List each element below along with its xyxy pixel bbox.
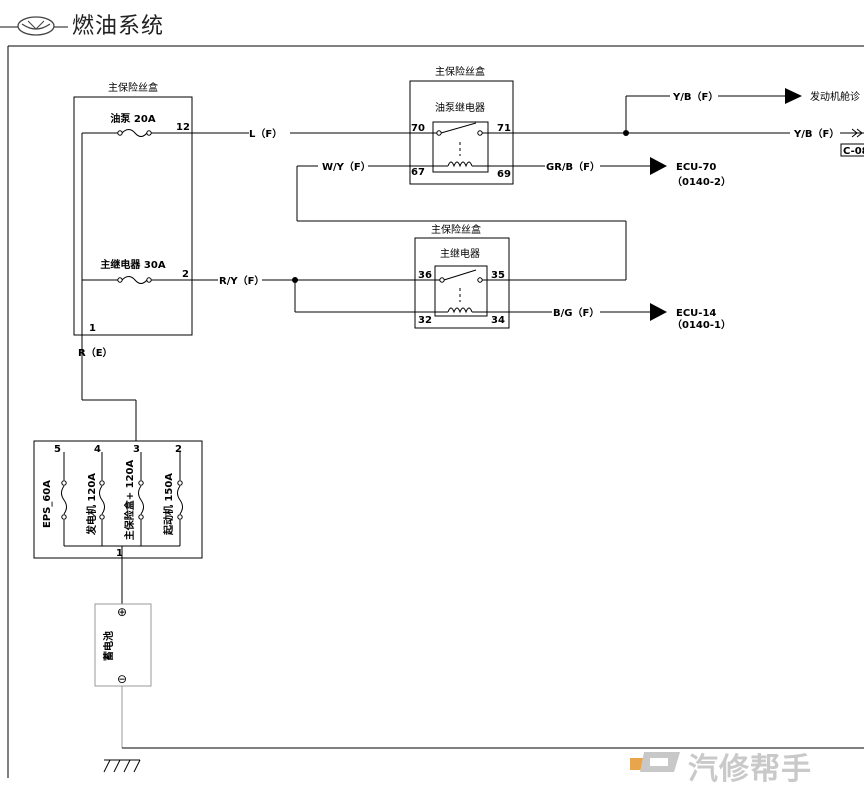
battery-fuse-box: 5 4 3 2 1	[33, 440, 203, 559]
main-relay-pin-32: 32	[418, 315, 432, 326]
wire-ry-label: R/Y（F）	[219, 274, 264, 287]
dest-connector-label: C-08	[843, 146, 864, 157]
battery-label: 蓄电池	[102, 631, 115, 661]
watermark-logo-icon	[630, 752, 680, 772]
battery-plus-icon: ⊕	[117, 605, 127, 619]
pump-relay-pin-71: 71	[497, 123, 511, 134]
wire-bg-label: B/G（F）	[553, 306, 599, 319]
fuse-pump-label: 油泵 20A	[110, 112, 155, 125]
wire-ry: R/Y（F）	[192, 274, 415, 313]
brand-logo-icon	[0, 16, 68, 36]
pump-relay-pin-70: 70	[411, 123, 425, 134]
watermark-text: 汽修帮手	[688, 752, 812, 787]
wire-r-e: R（E）	[78, 335, 137, 441]
main-relay-pin-36: 36	[418, 270, 432, 281]
diagram-frame	[7, 45, 864, 778]
battery-fuse-pin-1: 1	[116, 548, 123, 559]
battery-fuse-pin-2: 2	[175, 444, 182, 455]
pump-relay-name: 油泵继电器	[435, 101, 485, 114]
wire-grb-label: GR/B（F）	[546, 160, 600, 173]
fuse-box-output-pin: 1	[89, 323, 96, 334]
wire-yb-top-label: Y/B（F）	[672, 90, 718, 103]
main-relay-box-title: 主保险丝盒	[431, 223, 481, 236]
fuse-main-relay-label: 主继电器 30A	[100, 258, 165, 271]
wire-r-e-label: R（E）	[78, 346, 113, 359]
ground-icon	[103, 759, 141, 773]
main-relay-pin-34: 34	[491, 315, 505, 326]
page-title: 燃油系统	[72, 14, 165, 39]
wire-l: L（F）	[192, 127, 410, 140]
page-header: 燃油系统	[0, 0, 864, 46]
wire-l-label: L（F）	[249, 127, 282, 140]
watermark: 汽修帮手	[624, 742, 864, 787]
wire-wy: W/Y（F）	[296, 160, 627, 281]
fuse-main-relay-pin: 2	[182, 269, 189, 280]
dest-ecu14-ref: （0140-1）	[672, 318, 731, 331]
main-relay-pin-35: 35	[491, 270, 505, 281]
battery-minus-icon: ⊖	[117, 672, 127, 686]
battery-fuse-pin-4: 4	[94, 444, 101, 455]
wire-wy-label: W/Y（F）	[322, 160, 371, 173]
pump-relay-box-title: 主保险丝盒	[435, 65, 485, 78]
battery-fuse-pin-5: 5	[54, 444, 61, 455]
dest-ecu70-label: ECU-70	[676, 162, 716, 173]
fuse-eps-label: EPS_60A	[42, 480, 53, 528]
fuse-starter-label: 起动机 150A	[162, 473, 175, 536]
dest-ecu70-ref: （0140-2）	[672, 175, 731, 188]
dest-ecu14-label: ECU-14	[676, 308, 716, 319]
wire-yb-right-label: Y/B（F）	[793, 127, 839, 140]
fuse-main-box-label: 主保险盒+ 120A	[123, 460, 136, 541]
pump-relay-pin-67: 67	[411, 167, 425, 178]
fuse-pump-pin: 12	[176, 122, 190, 133]
main-relay-box: 主保险丝盒 主继电器 36 35 32 34	[414, 223, 510, 329]
wire-bg: B/G（F） ECU-14 （0140-1）	[509, 303, 731, 331]
dest-engine-label: 发动机舱诊	[810, 90, 860, 103]
main-fuse-box-title: 主保险丝盒	[108, 81, 158, 94]
fuse-alternator-label: 发电机 120A	[85, 473, 98, 536]
battery: ⊕ ⊖ 蓄电池	[94, 603, 152, 687]
pump-relay-box: 主保险丝盒 油泵继电器 70 71 67 69	[409, 65, 514, 185]
main-fuse-box: 主保险丝盒 油泵 20A 12 主继电器 30A 2 1	[73, 81, 193, 341]
battery-fuse-pin-3: 3	[133, 444, 140, 455]
main-relay-name: 主继电器	[440, 247, 480, 260]
wire-yb: Y/B（F） 发动机舱诊 Y/B（F） C-08	[513, 88, 864, 157]
pump-relay-pin-69: 69	[497, 169, 511, 180]
wire-grb: GR/B（F） ECU-70 （0140-2）	[513, 157, 731, 188]
